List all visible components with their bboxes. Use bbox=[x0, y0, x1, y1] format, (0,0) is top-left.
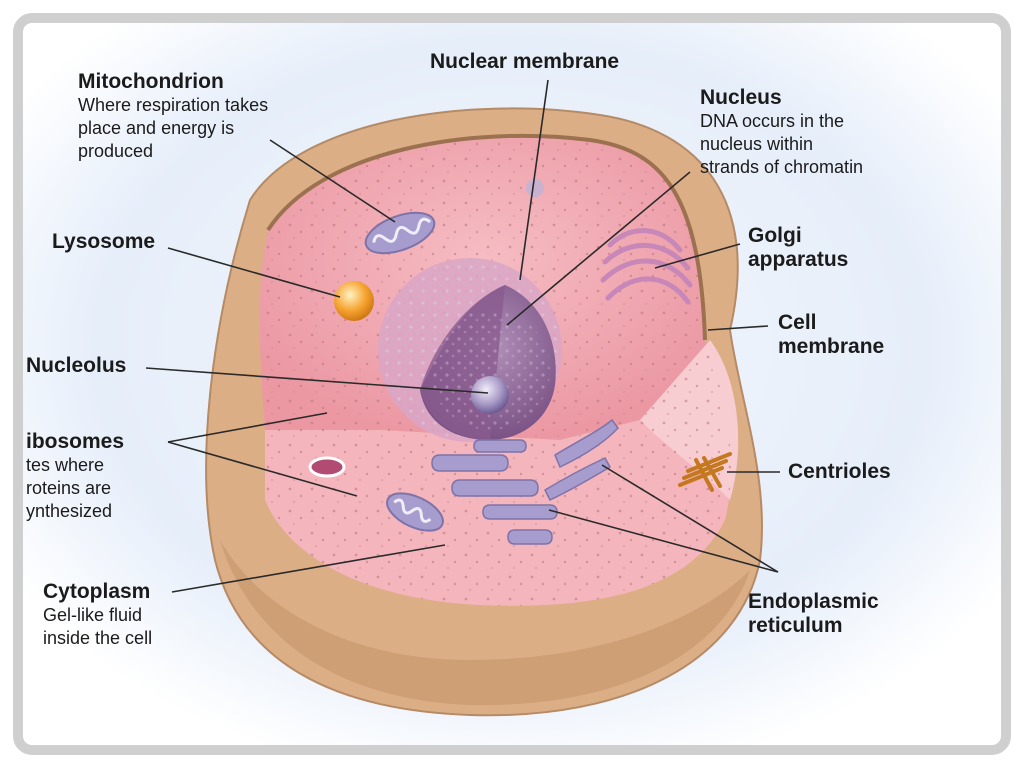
lysosome-title: Lysosome bbox=[52, 230, 156, 253]
label-golgi: Golgi apparatus bbox=[748, 224, 848, 272]
leader-golgi bbox=[654, 243, 741, 269]
leader-er-1 bbox=[601, 464, 779, 573]
label-cytoplasm: Cytoplasm Gel-like fluid inside the cell bbox=[43, 580, 152, 650]
cytoplasm-title: Cytoplasm bbox=[43, 580, 151, 603]
label-nucleus: Nucleus DNA occurs in the nucleus within… bbox=[700, 86, 863, 179]
mitochondrion-bottom bbox=[386, 492, 444, 532]
label-cell-membrane: Cell membrane bbox=[778, 311, 884, 359]
nucleolus bbox=[471, 376, 509, 414]
golgi-title-2: apparatus bbox=[748, 248, 849, 271]
mitochondrion-top bbox=[364, 211, 436, 255]
mitochondrion-desc-3: produced bbox=[78, 141, 154, 161]
leader-nucleus bbox=[506, 171, 691, 326]
leader-er-2 bbox=[548, 509, 779, 573]
cytoplasm-desc-1: Gel-like fluid bbox=[43, 605, 143, 625]
mitochondrion-desc-2: place and energy is bbox=[78, 118, 235, 138]
golgi-title-1: Golgi bbox=[748, 224, 802, 247]
label-ribosomes: ibosomes tes where roteins are ynthesize… bbox=[26, 430, 124, 523]
label-nucleolus: Nucleolus bbox=[26, 354, 126, 378]
leader-nucleolus bbox=[145, 367, 489, 394]
label-endoplasmic-reticulum: Endoplasmic reticulum bbox=[748, 590, 879, 638]
cell-body-shadow bbox=[220, 540, 750, 706]
nuclear-membrane-title: Nuclear membrane bbox=[430, 50, 620, 73]
endoplasmic-reticulum bbox=[431, 418, 619, 545]
leader-lines bbox=[145, 79, 780, 593]
nucleus-title: Nucleus bbox=[700, 86, 782, 109]
leader-ribosomes-2 bbox=[167, 441, 358, 497]
leader-ribosomes-1 bbox=[167, 412, 328, 443]
leader-cytoplasm bbox=[171, 544, 446, 593]
leader-nuclear-membrane bbox=[519, 79, 549, 281]
leader-cell-membrane bbox=[707, 325, 769, 331]
centrioles bbox=[678, 452, 732, 492]
vesicle bbox=[308, 456, 346, 478]
cell-membrane-title-1: Cell bbox=[778, 311, 817, 334]
label-centrioles: Centrioles bbox=[788, 460, 891, 484]
mitochondrion-title: Mitochondrion bbox=[78, 70, 224, 93]
leader-lysosome bbox=[167, 247, 341, 298]
er-title-2: reticulum bbox=[748, 614, 843, 637]
label-nuclear-membrane: Nuclear membrane bbox=[430, 50, 619, 74]
ribosomes-title: ibosomes bbox=[26, 430, 125, 453]
vesicle-top bbox=[526, 179, 544, 197]
cell-membrane-rim bbox=[266, 133, 707, 341]
ribosomes-desc-1: tes where bbox=[26, 455, 105, 475]
nucleus-chromatin bbox=[430, 310, 550, 430]
centrioles-title: Centrioles bbox=[788, 460, 891, 483]
nucleus-desc-1: DNA occurs in the bbox=[700, 111, 845, 131]
label-mitochondrion: Mitochondrion Where respiration takes pl… bbox=[78, 70, 268, 163]
ribosomes-desc-3: ynthesized bbox=[26, 501, 113, 521]
nucleolus-title: Nucleolus bbox=[26, 354, 127, 377]
ribosomes-desc-2: roteins are bbox=[26, 478, 112, 498]
mitochondrion-desc-1: Where respiration takes bbox=[78, 95, 269, 115]
nucleus-desc-2: nucleus within bbox=[700, 134, 814, 154]
cell-membrane-title-2: membrane bbox=[778, 335, 885, 358]
cytoplasm-desc-2: inside the cell bbox=[43, 628, 153, 648]
label-lysosome: Lysosome bbox=[52, 230, 155, 254]
nucleus-desc-3: strands of chromatin bbox=[700, 157, 864, 177]
lysosome bbox=[334, 281, 374, 321]
leader-mitochondrion bbox=[269, 139, 396, 223]
er-title-1: Endoplasmic bbox=[748, 590, 879, 613]
